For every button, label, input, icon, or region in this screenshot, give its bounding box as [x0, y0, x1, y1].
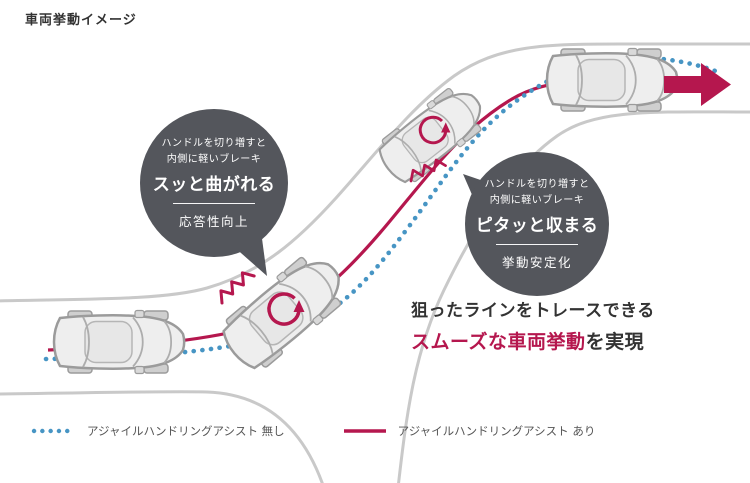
result-caption: 狙ったラインをトレースできる スムーズな車両挙動を実現: [411, 296, 655, 354]
callout-line1: ハンドルを切り増すと: [484, 179, 590, 190]
callout-footer: 応答性向上: [178, 214, 249, 229]
car-entry: [52, 309, 186, 375]
caption-suffix-text: を実現: [585, 331, 645, 353]
callout-line2: 内側に軽いブレーキ: [489, 194, 585, 206]
legend-label-with: アジャイルハンドリングアシスト あり: [397, 424, 596, 438]
direction-arrow-icon: [664, 63, 731, 106]
legend-item-without-assist: アジャイルハンドリングアシスト 無し: [30, 423, 285, 439]
callout-headline: スッと曲がれる: [152, 175, 276, 195]
caption-line1: 狙ったラインをトレースできる: [411, 301, 655, 321]
stability-callout: ハンドルを切り増すと 内側に軽いブレーキ ピタッと収まる 挙動安定化: [465, 152, 609, 296]
road-edge-bottom-left: [0, 390, 324, 483]
car-first-corner: [212, 244, 356, 379]
road-edge-outer-top: [0, 42, 750, 303]
responsiveness-callout: ハンドルを切り増すと 内側に軽いブレーキ スッと曲がれる 応答性向上: [140, 109, 288, 257]
callout-line1: ハンドルを切り増すと: [161, 138, 267, 149]
car-exit: [545, 47, 679, 113]
callout-headline: ピタッと収まる: [475, 216, 599, 236]
caption-accent-text: スムーズな車両挙動: [411, 331, 586, 353]
diagram-title: 車両挙動イメージ: [25, 13, 137, 28]
legend-label-without: アジャイルハンドリングアシスト 無し: [87, 424, 285, 438]
callout-line2: 内側に軽いブレーキ: [166, 153, 262, 165]
callout-divider: [496, 244, 578, 245]
legend-item-with-assist: アジャイルハンドリングアシスト あり: [341, 423, 596, 439]
legend: アジャイルハンドリングアシスト 無し アジャイルハンドリングアシスト あり: [30, 423, 595, 439]
dotted-line-swatch: [31, 428, 77, 434]
callout-footer: 挙動安定化: [501, 255, 572, 270]
solid-line-swatch: [343, 429, 386, 433]
brake-zigzag-icon: [214, 266, 256, 305]
caption-line2: スムーズな車両挙動を実現: [411, 327, 655, 354]
callout-divider: [173, 203, 255, 204]
